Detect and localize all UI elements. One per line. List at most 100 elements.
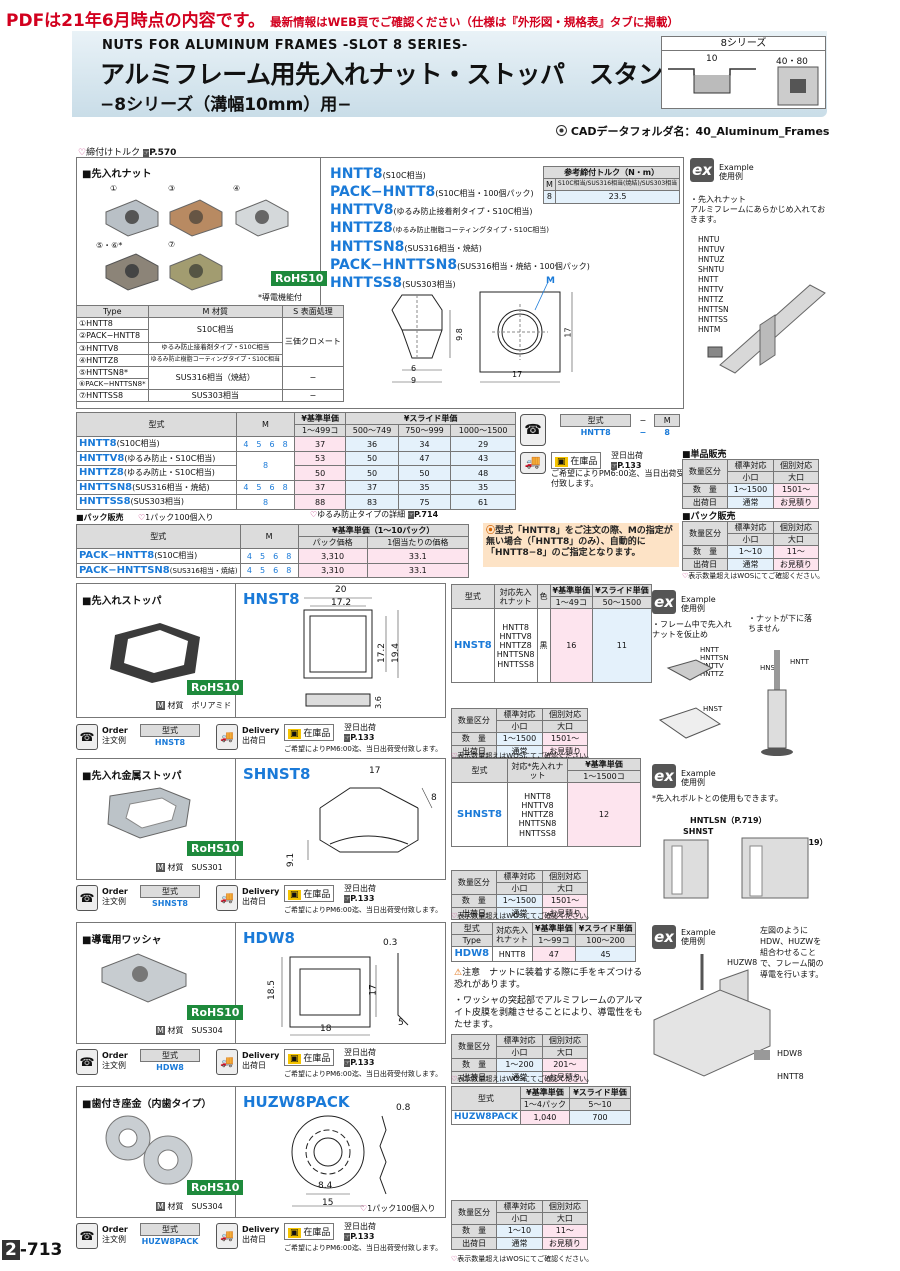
pm6-note: ご希望によりPM6:00迄、当日出荷受付致します。 (551, 469, 685, 488)
price-type: HNTTV8 (79, 452, 125, 464)
example-caption: ・先入れナット アルミフレームにあらかじめ入れておきます。 (690, 195, 826, 224)
p133-link[interactable]: P.133 (350, 733, 375, 742)
qty-th: 標準対応 (495, 869, 544, 884)
example-title: Example (719, 163, 754, 172)
order-th: 型式 (559, 413, 632, 428)
slot-profile-drawing (668, 66, 819, 106)
torque-page[interactable]: P.570 (149, 148, 177, 158)
qty-label: 出荷日 (451, 744, 497, 758)
order-sep: − (630, 414, 655, 427)
qty-th: 数量区分 (682, 458, 728, 485)
price-val: 83 (345, 494, 399, 510)
next-day: 翌日出荷☞P.133 (344, 884, 376, 903)
wos-text: 表示数量超えはWOSにてご確認ください。 (457, 912, 594, 920)
hnst-code: HNST8 (243, 590, 300, 608)
next-day-text: 翌日出荷 (344, 884, 376, 893)
qty-label: 数 量 (681, 545, 729, 559)
rohs-badge-nut: RoHS10 (271, 271, 328, 286)
ex-item: HNTU (698, 235, 720, 244)
spec-type: ③HNTTV8 (76, 341, 149, 355)
qty-th: 標準対応 (496, 1199, 543, 1214)
qty-label: 数 量 (451, 894, 497, 908)
delivery-icon: 🚚 (216, 1223, 238, 1249)
qty-th: 個別対応 (542, 869, 588, 884)
page-number-text: -713 (19, 1240, 63, 1260)
shnst-photo (107, 787, 191, 839)
pack-note-text: 1パック100個入り (367, 1204, 436, 1213)
spec-mat: ゆるみ防止樹脂コーティングタイプ・S10C相当 (147, 353, 283, 367)
rohs-badge-hdw: RoHS10 (187, 1005, 244, 1020)
p133-link[interactable]: P.133 (617, 461, 642, 470)
pack-m: 4 5 6 8 (239, 548, 299, 564)
hdw-th: ¥スライド単価 (575, 921, 636, 936)
torque-col-mat: S10C相当/SUS316相当(焼結)/SUS303相当 (554, 178, 681, 192)
shnst-code: SHNST8 (243, 765, 311, 783)
stock-text: 在庫品 (303, 729, 331, 739)
hnst-example-drawing (658, 650, 793, 756)
qty-th: 標準対応 (495, 707, 544, 722)
qty-val: お見積り (772, 557, 820, 571)
hdw-price: 47 (531, 946, 577, 962)
mat-label: 材質 (167, 863, 184, 872)
p133-link[interactable]: P.133 (350, 894, 375, 903)
qty-val: 1〜1500 (726, 483, 775, 497)
dim-40-80: 40・80 (776, 57, 808, 67)
qty-val: 1〜10 (496, 1224, 543, 1238)
pack-note-text: 1パック100個入り (145, 513, 214, 522)
wos-note-hdw: ♡表示数量超えはWOSにてご確認ください。 (451, 1075, 594, 1083)
shnst-nuts: HNTT8 HNTTV8 HNTTZ8 HNTTSN8 HNTTSS8 (507, 782, 568, 848)
huzw-th: ¥基準単価 (519, 1085, 571, 1100)
hnst-photo (110, 623, 200, 683)
type-note: (S10C相当) (382, 171, 426, 180)
spec-type: ②PACK−HNTT8 (76, 329, 149, 343)
pack-th-price: ¥基準単価（1〜10パック） (297, 523, 470, 538)
type-note: (ゆるみ防止樹脂コーティングタイプ・S10C相当) (392, 226, 550, 234)
price-type: HNTTSN8 (79, 481, 133, 493)
price-val: 37 (293, 436, 347, 452)
series-label: 8シリーズ (662, 37, 825, 51)
qty-val: お見積り (542, 906, 588, 920)
p133-link[interactable]: P.133 (350, 1232, 375, 1241)
qty-th: 個別対応 (773, 458, 819, 473)
loose-page-link[interactable]: P.714 (414, 510, 439, 519)
price-sub: 1000〜1500 (450, 424, 516, 438)
order-type-head: 型式 (140, 885, 200, 898)
price-val: 48 (450, 465, 516, 481)
ex-item: HNTTV (698, 285, 724, 294)
spec-type: ⑦HNTTSS8 (76, 389, 149, 403)
pack-sub: 1個当たりの価格 (366, 536, 470, 550)
order-jp: 注文例 (102, 897, 126, 906)
next-day-text: 翌日出荷 (344, 1048, 376, 1057)
qty-th: 標準対応 (727, 520, 774, 535)
rohs-badge-huzw: RoHS10 (187, 1180, 244, 1195)
price-th-m: M (236, 411, 295, 438)
ex-item: HNTTSN (698, 305, 729, 314)
price-m: 4 5 6 8 (236, 436, 295, 452)
hdw-ex-label: HNTT8 (777, 1072, 804, 1081)
dim-3-6: 3.6 (373, 696, 383, 709)
qty-val: 通常 (496, 1070, 543, 1084)
mat-value: ポリアミド (191, 701, 232, 710)
shnst-material: M 材質 SUS301 (156, 863, 223, 872)
cad-text: CADデータフォルダ名：40_Aluminum_Frames (570, 125, 830, 138)
shnst-sub: 1〜1500コ (567, 770, 641, 784)
p133-link[interactable]: P.133 (350, 1058, 375, 1067)
ex-item: HNTT (698, 275, 719, 284)
pack-m: 4 5 6 8 (239, 562, 299, 579)
photo-num-5: ⑤・⑥* (96, 241, 123, 250)
huzw-material: M 材質 SUS304 (156, 1202, 223, 1211)
huzw-drawing (291, 1115, 387, 1207)
qty-val: 11〜 (541, 1224, 589, 1238)
example-badge: ex (690, 158, 714, 182)
hnst-th: ¥スライド単価 (592, 583, 652, 598)
type-note: (S10C相当・100個パック) (435, 189, 534, 198)
qty-sub: 小口 (496, 1046, 543, 1060)
pack-type: PACK−HNTT8 (79, 550, 155, 562)
torque-title: 参考締付トルク（N・m） (542, 165, 681, 180)
qty-val: 11〜 (772, 545, 820, 559)
qty-val: 1501〜 (542, 732, 588, 746)
